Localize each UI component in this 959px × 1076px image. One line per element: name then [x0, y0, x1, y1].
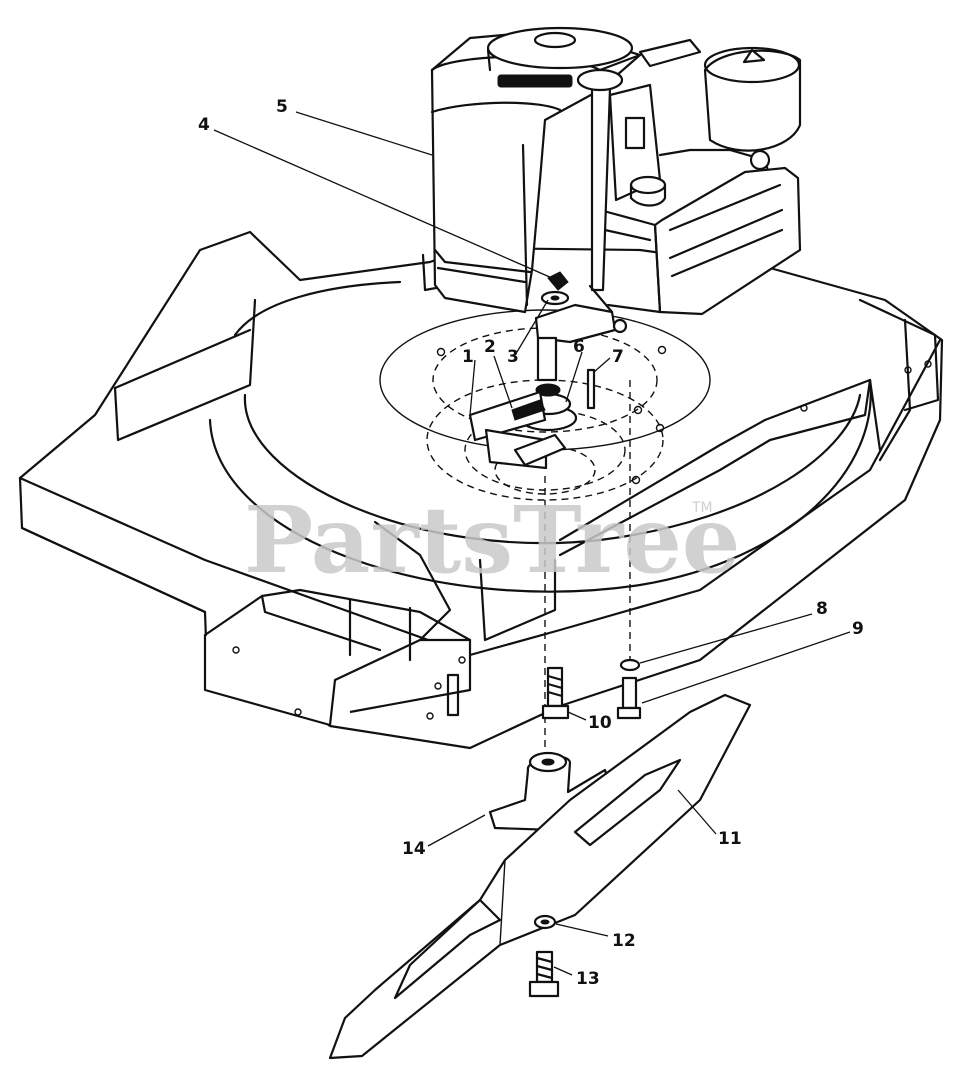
- callout-2: 2: [484, 337, 496, 357]
- watermark-trademark: TM: [691, 500, 713, 516]
- callout-10: 10: [588, 713, 612, 733]
- callout-12: 12: [612, 931, 636, 951]
- shaft-parts: [468, 271, 596, 470]
- callout-3: 3: [507, 347, 519, 367]
- callout-14: 14: [402, 839, 426, 859]
- blade: [328, 693, 752, 1060]
- callout-5: 5: [276, 97, 288, 117]
- callout-labels: 1 2 3 4 5 6 7 8 9 10 11 12 13 14: [198, 97, 864, 989]
- callout-7: 7: [612, 347, 624, 367]
- mower-deck: [18, 230, 944, 750]
- callout-6: 6: [573, 337, 585, 357]
- blade-adapter: [488, 751, 610, 865]
- blade-bolt: [528, 914, 560, 998]
- watermark: PartsTree TM: [244, 486, 740, 594]
- watermark-text: PartsTree: [244, 486, 740, 594]
- callout-9: 9: [852, 619, 864, 639]
- callout-4: 4: [198, 115, 210, 135]
- callout-8: 8: [816, 599, 828, 619]
- leader-lines: [213, 111, 851, 976]
- callout-13: 13: [576, 969, 600, 989]
- callout-11: 11: [718, 829, 742, 849]
- bolts: [541, 658, 642, 720]
- engine: [421, 26, 802, 382]
- callout-1: 1: [462, 347, 474, 367]
